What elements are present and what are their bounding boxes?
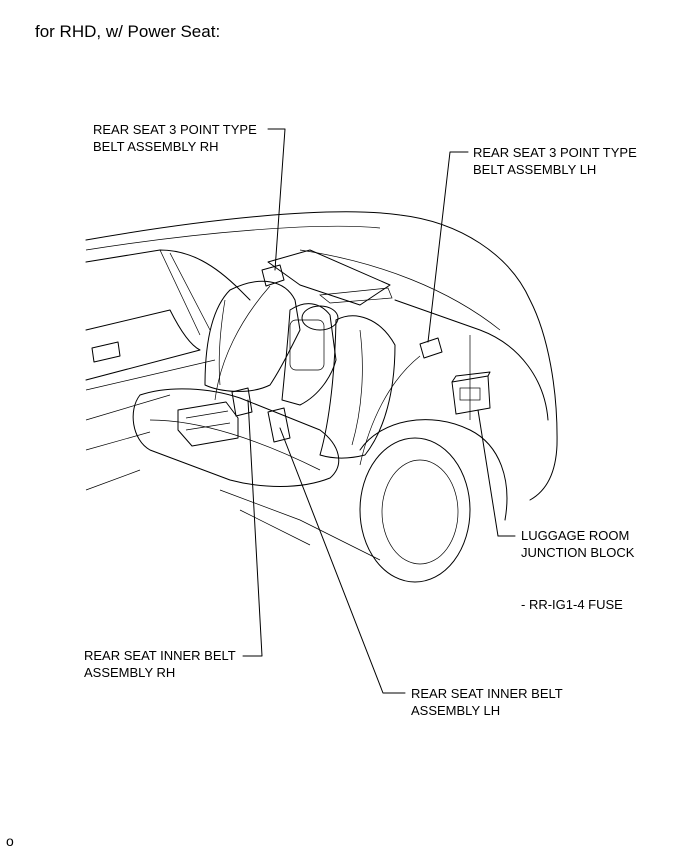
label-rear-seat-3-point-belt-lh: REAR SEAT 3 POINT TYPE BELT ASSEMBLY LH — [473, 145, 637, 177]
leader-inner-lh — [279, 427, 406, 694]
label-fuse: - RR-IG1-4 FUSE — [521, 597, 623, 612]
label-rear-seat-inner-belt-lh: REAR SEAT INNER BELT ASSEMBLY LH — [411, 686, 563, 718]
page-title: for RHD, w/ Power Seat: — [35, 22, 221, 41]
corner-mark: o — [6, 833, 14, 849]
leader-inner-rh — [242, 399, 263, 657]
leader-rs3-rh — [267, 128, 286, 271]
label-rear-seat-inner-belt-rh: REAR SEAT INNER BELT ASSEMBLY RH — [84, 648, 236, 680]
label-rear-seat-3-point-belt-rh: REAR SEAT 3 POINT TYPE BELT ASSEMBLY RH — [93, 122, 257, 154]
label-luggage-room-junction-block: LUGGAGE ROOM JUNCTION BLOCK — [521, 528, 635, 560]
leader-rs3-lh — [427, 151, 469, 343]
leader-junction — [477, 409, 516, 537]
